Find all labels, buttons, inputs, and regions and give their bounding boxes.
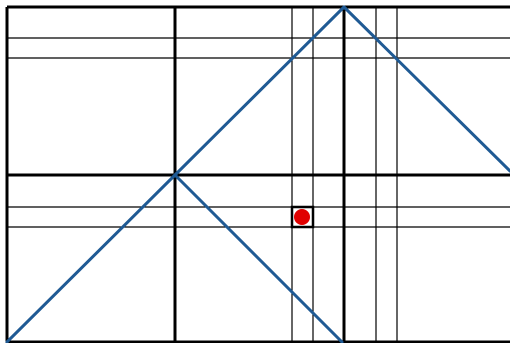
- sub-grid: [7, 7, 510, 343]
- diagonal-4: [173, 173, 344, 343]
- diagonal-3: [342, 5, 510, 173]
- diagonal-1: [5, 173, 177, 343]
- diagonal-2: [173, 5, 346, 177]
- highlighted-cell: [290, 205, 315, 229]
- marker-dot[interactable]: [294, 209, 310, 225]
- diagonals: [5, 5, 510, 343]
